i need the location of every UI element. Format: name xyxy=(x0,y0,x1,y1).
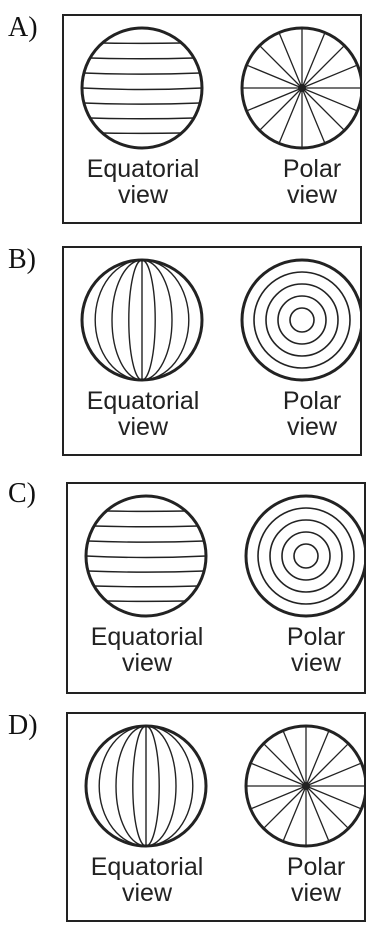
latitude-line xyxy=(81,87,203,91)
option-c-letter: C) xyxy=(8,478,36,509)
concentric-ring xyxy=(277,295,327,345)
spindle-spoke xyxy=(259,45,303,89)
concentric-ring xyxy=(253,271,351,369)
option-a-box[interactable]: Equatorial view Polar view xyxy=(62,14,362,224)
view-label: view xyxy=(117,181,168,209)
spindle-spoke xyxy=(301,87,358,112)
option-d-box[interactable]: Equatorial view Polar view xyxy=(66,712,366,922)
latitude-line xyxy=(94,525,198,528)
latitude-line xyxy=(87,570,205,573)
option-a-letter: A) xyxy=(8,12,38,43)
view-label: view xyxy=(290,649,341,677)
sphere-outline xyxy=(84,494,208,618)
option-a-diagrams xyxy=(80,26,360,150)
polar-label: Polar xyxy=(282,387,342,415)
sphere-outline xyxy=(240,258,360,382)
option-b-letter: B) xyxy=(8,244,36,275)
option-b-box[interactable]: Equatorial view Polar view xyxy=(62,246,362,456)
view-label: view xyxy=(117,413,168,441)
concentric-ring xyxy=(289,307,315,333)
spindle-spoke xyxy=(305,785,349,829)
pole-dot xyxy=(302,782,310,790)
concentric-ring xyxy=(293,543,319,569)
spindle-spoke xyxy=(246,87,303,112)
spindle-spoke xyxy=(301,87,345,131)
latitude-line xyxy=(87,540,205,543)
option-c-box[interactable]: Equatorial view Polar view xyxy=(66,482,366,694)
option-d-letter: D) xyxy=(8,710,38,741)
equatorial-caption: Equatorial view xyxy=(72,624,222,676)
spindle-spoke xyxy=(250,762,307,787)
equatorial-sphere xyxy=(84,494,208,618)
spindle-spoke xyxy=(278,32,303,89)
spindle-spoke xyxy=(305,730,330,787)
sphere-outline xyxy=(244,494,364,618)
spindle-spoke xyxy=(305,785,330,842)
equatorial-sphere xyxy=(80,26,204,150)
pole-dot xyxy=(298,84,306,92)
spindle-spoke xyxy=(301,87,326,144)
option-b-diagrams xyxy=(80,258,360,382)
view-label: view xyxy=(286,413,337,441)
equatorial-label: Equatorial xyxy=(90,623,204,651)
spindle-spoke xyxy=(301,45,345,89)
concentric-ring xyxy=(257,507,355,605)
latitude-line xyxy=(85,555,207,559)
polar-sphere xyxy=(240,26,360,150)
spindle-spoke xyxy=(259,87,303,131)
spindle-spoke xyxy=(301,64,358,89)
sphere-outline xyxy=(80,26,204,150)
spindle-spoke xyxy=(278,87,303,144)
equatorial-sphere xyxy=(80,258,204,382)
equatorial-label: Equatorial xyxy=(86,155,200,183)
view-label: view xyxy=(121,649,172,677)
polar-label: Polar xyxy=(286,623,346,651)
view-label: view xyxy=(121,879,172,907)
polar-caption: Polar view xyxy=(266,854,366,906)
spindle-spoke xyxy=(246,64,303,89)
polar-caption: Polar view xyxy=(262,388,362,440)
latitude-line xyxy=(83,102,201,105)
spindle-spoke xyxy=(305,785,362,810)
concentric-ring xyxy=(281,531,331,581)
polar-sphere xyxy=(240,258,360,382)
latitude-line xyxy=(90,57,194,60)
option-d-diagrams xyxy=(84,724,364,848)
view-label: view xyxy=(286,181,337,209)
equatorial-sphere xyxy=(84,724,208,848)
equatorial-caption: Equatorial view xyxy=(68,388,218,440)
spindle-spoke xyxy=(282,730,307,787)
spindle-spoke xyxy=(263,785,307,829)
polar-caption: Polar view xyxy=(266,624,366,676)
polar-caption: Polar view xyxy=(262,156,362,208)
spindle-spoke xyxy=(250,785,307,810)
spindle-spoke xyxy=(305,762,362,787)
spindle-spoke xyxy=(305,743,349,787)
option-c-diagrams xyxy=(84,494,364,618)
equatorial-caption: Equatorial view xyxy=(68,156,218,208)
polar-sphere xyxy=(244,724,364,848)
latitude-line xyxy=(90,117,194,120)
polar-sphere xyxy=(244,494,364,618)
concentric-ring xyxy=(265,283,339,357)
latitude-line xyxy=(94,585,198,588)
polar-label: Polar xyxy=(282,155,342,183)
concentric-ring xyxy=(269,519,343,593)
equatorial-caption: Equatorial view xyxy=(72,854,222,906)
spindle-spoke xyxy=(282,785,307,842)
latitude-line xyxy=(83,72,201,75)
equatorial-label: Equatorial xyxy=(90,853,204,881)
equatorial-label: Equatorial xyxy=(86,387,200,415)
polar-label: Polar xyxy=(286,853,346,881)
spindle-spoke xyxy=(301,32,326,89)
view-label: view xyxy=(290,879,341,907)
spindle-spoke xyxy=(263,743,307,787)
